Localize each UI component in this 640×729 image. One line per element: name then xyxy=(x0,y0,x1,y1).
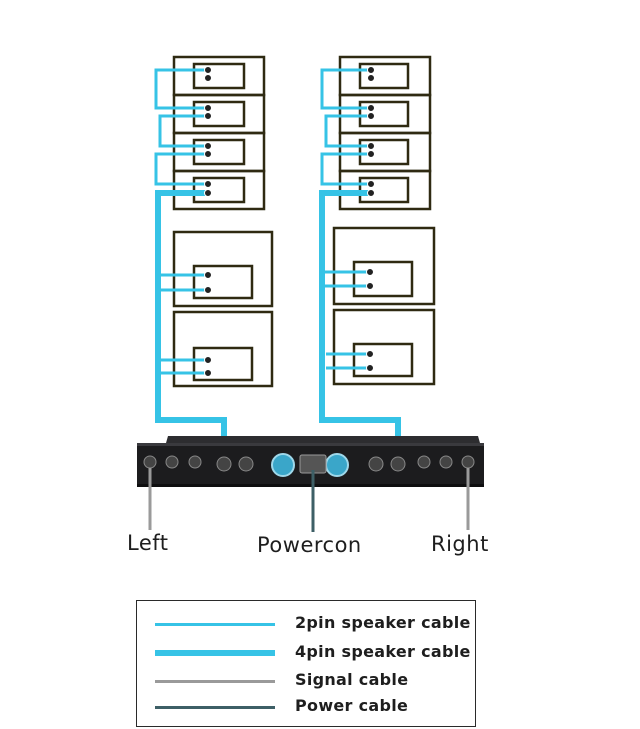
left-small-cabinet-2 xyxy=(172,93,266,135)
legend-item-2pin: 2pin speaker cable xyxy=(137,611,475,637)
legend-label-4pin: 4pin speaker cable xyxy=(295,642,471,661)
right-large-cabinet-2 xyxy=(332,308,436,386)
legend-item-power: Power cable xyxy=(137,694,475,720)
legend-item-signal: Signal cable xyxy=(137,668,475,694)
legend-swatch-power xyxy=(155,706,275,709)
right-small-cabinet-3 xyxy=(338,131,432,173)
right-speaker-stack xyxy=(332,55,436,386)
left-input-connectors xyxy=(143,455,254,472)
left-large-cabinet-1 xyxy=(172,230,274,308)
right-input-connectors xyxy=(368,455,475,472)
legend-label-signal: Signal cable xyxy=(295,670,409,689)
left-label: Left xyxy=(127,531,169,555)
legend-label-2pin: 2pin speaker cable xyxy=(295,613,471,632)
right-small-cabinet-2 xyxy=(338,93,432,135)
right-small-cabinet-1 xyxy=(338,55,432,97)
legend-label-power: Power cable xyxy=(295,696,409,715)
cooling-fans xyxy=(271,453,349,477)
legend-swatch-4pin xyxy=(155,650,275,656)
powercon-label: Powercon xyxy=(257,533,362,557)
legend-swatch-2pin xyxy=(155,623,275,626)
left-small-cabinet-1 xyxy=(172,55,266,97)
right-label: Right xyxy=(431,532,489,556)
speaker-jacks xyxy=(204,66,375,377)
legend-swatch-signal xyxy=(155,680,275,683)
right-large-cabinet-1 xyxy=(332,226,436,306)
legend: 2pin speaker cable 4pin speaker cable Si… xyxy=(136,600,476,727)
legend-item-4pin: 4pin speaker cable xyxy=(137,640,475,666)
two-pin-cables xyxy=(154,68,371,375)
left-large-cabinet-2 xyxy=(172,310,274,388)
amplifier xyxy=(137,436,484,487)
left-small-cabinet-3 xyxy=(172,131,266,173)
four-pin-cables xyxy=(155,190,401,455)
left-speaker-stack xyxy=(172,55,274,388)
